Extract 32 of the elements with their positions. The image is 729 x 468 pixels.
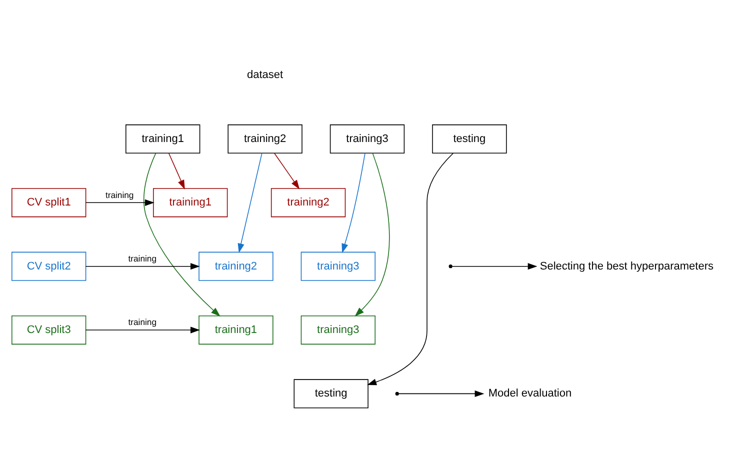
arrow <box>86 198 154 206</box>
arrow <box>143 152 220 316</box>
edge-label: training <box>105 189 134 200</box>
arrow <box>342 152 366 253</box>
node-box: CV split2 <box>12 251 86 280</box>
node-box: training1 <box>198 314 274 344</box>
node-text: Selecting the best hyperparameters <box>540 260 714 272</box>
arrow <box>85 326 200 333</box>
arrow <box>367 152 454 385</box>
node-box: training3 <box>330 124 405 154</box>
node-box: training2 <box>198 251 274 280</box>
node-box: CV split1 <box>12 188 86 217</box>
node-box: testing <box>432 124 507 154</box>
node-box: testing <box>294 378 368 408</box>
edge-label: training <box>128 252 157 263</box>
arrow <box>274 152 300 189</box>
node-box: training3 <box>300 314 376 344</box>
arrow <box>452 262 538 270</box>
node-box: training1 <box>153 188 228 217</box>
edge-label: training <box>128 316 157 327</box>
arrow <box>354 152 390 316</box>
node-box: training1 <box>126 124 200 154</box>
node-text: Model evaluation <box>488 387 572 400</box>
node-box: training2 <box>228 124 302 154</box>
label: dataset <box>247 68 284 81</box>
arrow <box>238 152 262 252</box>
node-box: CV split3 <box>12 314 86 344</box>
arrow <box>85 262 200 270</box>
arrow <box>168 152 185 189</box>
node-box: training3 <box>300 251 376 280</box>
arrow <box>398 390 484 396</box>
node-box: training2 <box>270 188 346 217</box>
